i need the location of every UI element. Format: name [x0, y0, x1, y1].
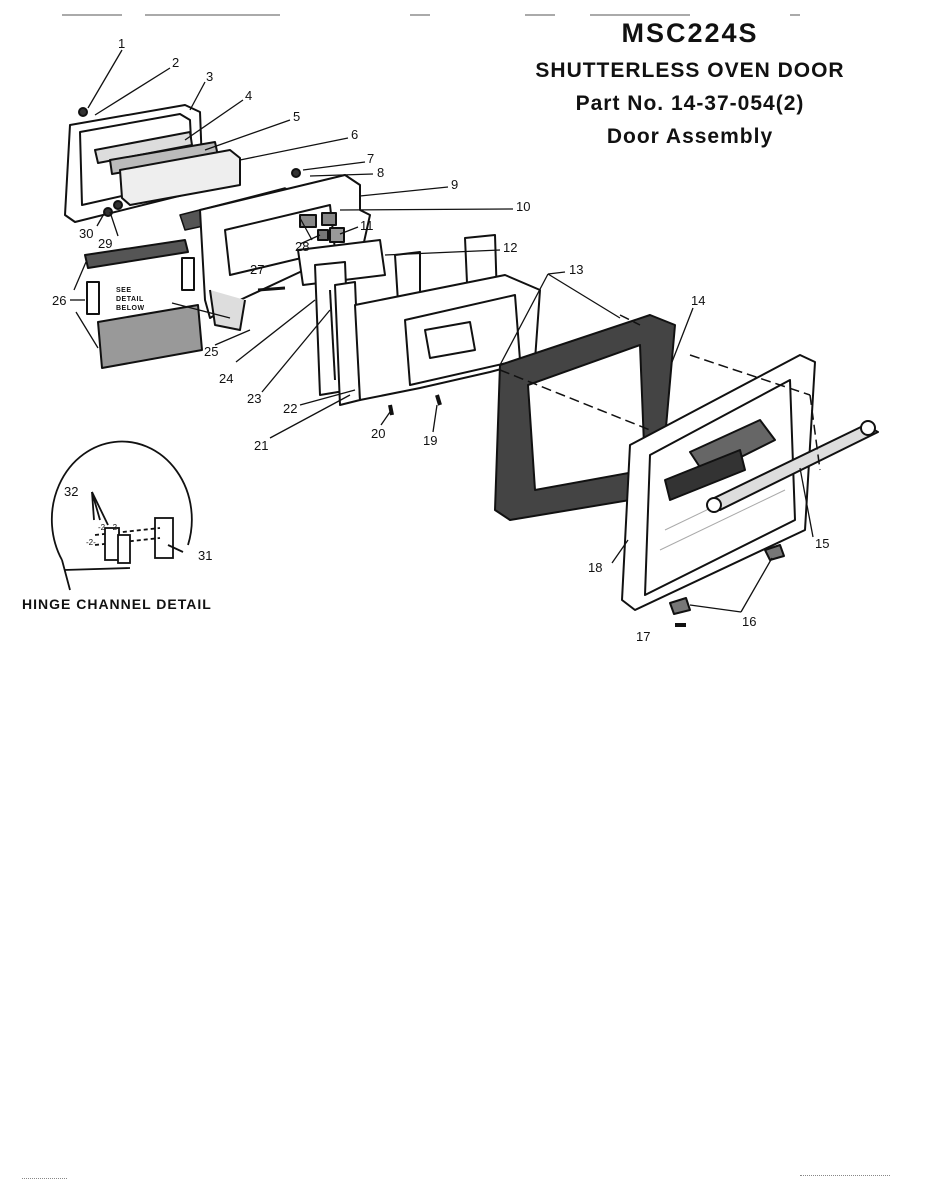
callout-17: 17	[636, 629, 651, 644]
hinge-channel-detail-label: HINGE CHANNEL DETAIL	[22, 596, 212, 612]
callout-11: 11	[360, 218, 374, 233]
callout-30: 30	[79, 226, 94, 241]
assembly-line	[809, 394, 821, 471]
callout-5: 5	[293, 109, 301, 124]
callout-18: 18	[588, 560, 603, 575]
callout-21: 21	[254, 438, 269, 453]
footer-mark	[800, 1175, 890, 1184]
hinge-detail-circle: -2- -2- -2-	[50, 440, 193, 591]
glass-panel	[119, 149, 241, 206]
scan-mark	[525, 14, 555, 16]
callout-8: 8	[377, 165, 385, 180]
callout-10: 10	[516, 199, 531, 214]
callout-1: 1	[118, 36, 126, 51]
callout-22: 22	[283, 401, 298, 416]
assembly-line	[499, 369, 651, 431]
callout-32: 32	[64, 484, 79, 499]
callout-28: 28	[295, 239, 310, 254]
see-detail-note: SEE DETAIL BELOW	[116, 287, 145, 312]
assembly-line	[689, 354, 811, 396]
part-name: SHUTTERLESS OVEN DOOR	[535, 59, 845, 82]
callout-14: 14	[691, 293, 706, 308]
outer-door-panel	[621, 354, 816, 611]
scan-mark	[410, 14, 430, 16]
callout-9: 9	[451, 177, 459, 192]
callout-4: 4	[245, 88, 253, 103]
callout-13: 13	[569, 262, 584, 277]
callout-7: 7	[367, 151, 375, 166]
scan-mark	[62, 14, 122, 16]
svg-text:-2- -2-: -2- -2-	[98, 523, 120, 532]
assembly-line	[619, 314, 641, 326]
callout-25: 25	[204, 344, 219, 359]
scan-mark	[590, 14, 690, 16]
hinge-bar-bottom	[97, 304, 203, 369]
svg-text:-2-: -2-	[86, 538, 96, 547]
callout-19: 19	[423, 433, 438, 448]
title-block: MSC224S SHUTTERLESS OVEN DOOR Part No. 1…	[480, 18, 900, 158]
callout-16: 16	[742, 614, 757, 629]
assembly-subtitle: Door Assembly	[606, 125, 774, 148]
callout-12: 12	[503, 240, 518, 255]
callout-15: 15	[815, 536, 830, 551]
callout-29: 29	[98, 236, 113, 251]
scan-mark	[145, 14, 280, 16]
callout-2: 2	[172, 55, 180, 70]
model-number: MSC224S	[621, 18, 759, 48]
callout-31: 31	[198, 548, 213, 563]
part-number: Part No. 14-37-054(2)	[575, 92, 805, 115]
footer-mark	[22, 1178, 67, 1187]
callout-26: 26	[52, 293, 67, 308]
callout-3: 3	[206, 69, 214, 84]
callout-20: 20	[371, 426, 386, 441]
callout-6: 6	[351, 127, 359, 142]
hinge-bar-top	[84, 239, 189, 269]
callout-23: 23	[247, 391, 262, 406]
scan-mark	[790, 14, 800, 16]
callout-24: 24	[219, 371, 234, 386]
callout-27: 27	[250, 262, 265, 277]
